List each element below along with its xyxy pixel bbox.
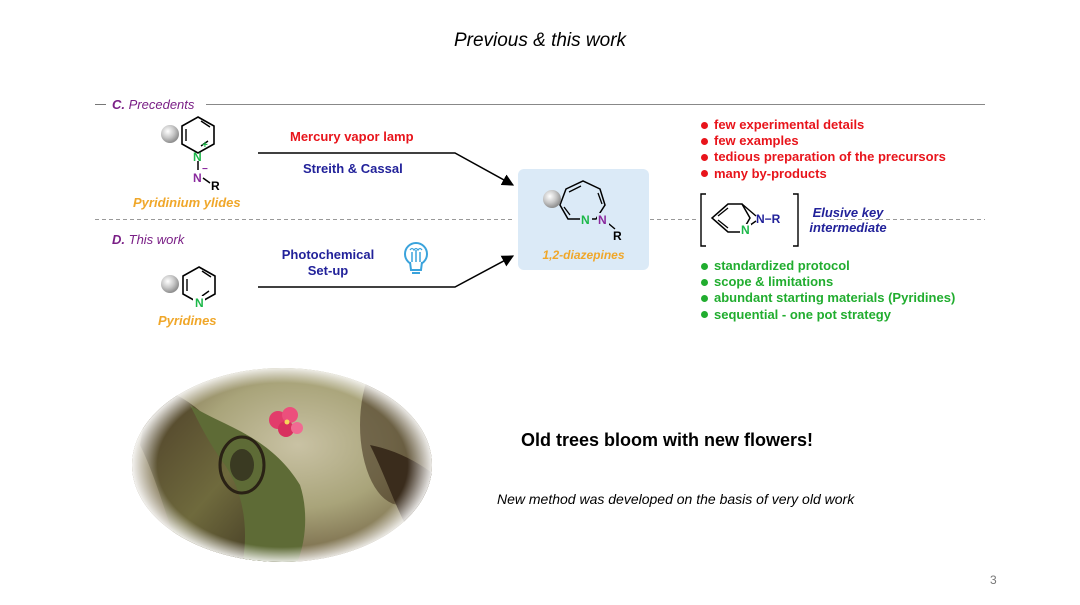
ylide-n-minus: N	[193, 171, 202, 185]
advantages-list: standardized protocol scope & limitation…	[700, 258, 955, 323]
list-item: many by-products	[700, 166, 946, 182]
pyridine-n: N	[195, 296, 204, 310]
tree-blossom-photo	[132, 368, 432, 562]
condition-photochemical: Photochemical Set-up	[281, 247, 375, 278]
list-item: few experimental details	[700, 117, 946, 133]
list-item: scope & limitations	[700, 274, 955, 290]
drawbacks-list: few experimental details few examples te…	[700, 117, 946, 182]
section-d-label: D. This work	[108, 232, 189, 247]
pyridine-label: Pyridines	[158, 313, 217, 328]
list-item: standardized protocol	[700, 258, 955, 274]
list-item: tedious preparation of the precursors	[700, 149, 946, 165]
page-number: 3	[990, 573, 997, 587]
condition-streith-cassal: Streith & Cassal	[303, 161, 403, 176]
diazepine-r: R	[613, 229, 622, 243]
elusive-intermediate-structure: N N−R	[700, 193, 799, 247]
section-c-label: C. Precedents	[108, 97, 199, 112]
list-item: sequential - one pot strategy	[700, 307, 955, 323]
motto: Old trees bloom with new flowers!	[521, 430, 814, 450]
pyridinium-ylide-structure: N + N − R	[161, 116, 220, 193]
diazepine-n2: N	[598, 213, 607, 227]
substituent-sphere-icon	[161, 125, 179, 143]
ylide-r: R	[211, 179, 220, 193]
precedent-arrow	[258, 152, 515, 186]
this-work-arrow	[258, 255, 515, 288]
pyridine-structure: N	[161, 266, 216, 310]
condition-mercury-lamp: Mercury vapor lamp	[290, 129, 414, 144]
product-label: 1,2-diazepines	[542, 248, 625, 262]
list-item: few examples	[700, 133, 946, 149]
diazepine-n1: N	[581, 213, 590, 227]
motto-subtitle: New method was developed on the basis of…	[497, 491, 855, 507]
ylide-label: Pyridinium ylides	[133, 195, 241, 210]
lightbulb-icon	[404, 242, 428, 274]
slide-title: Previous & this work	[453, 30, 627, 51]
elusive-intermediate-label: Elusive key intermediate	[809, 205, 887, 235]
ylide-n-plus: N	[193, 150, 202, 164]
list-item: abundant starting materials (Pyridines)	[700, 290, 955, 306]
diazepine-structure: N N R	[543, 180, 622, 243]
intermediate-nr: N−R	[756, 212, 781, 226]
intermediate-n1: N	[741, 223, 750, 237]
substituent-sphere-icon	[543, 190, 561, 208]
substituent-sphere-icon	[161, 275, 179, 293]
ylide-minus: −	[202, 164, 208, 175]
ylide-plus: +	[202, 140, 208, 151]
